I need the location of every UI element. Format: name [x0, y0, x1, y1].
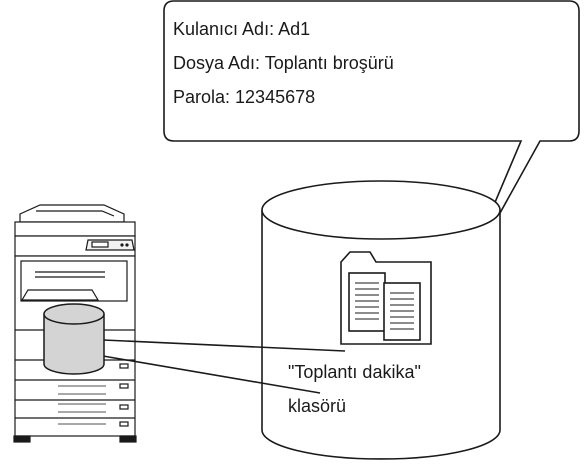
filename-text: Dosya Adı: Toplantı broşürü: [173, 53, 394, 73]
folder-with-documents-icon: [340, 251, 432, 345]
password-text: Parola: 12345678: [173, 87, 316, 107]
database-cylinder-icon: [43, 303, 105, 375]
multifunction-printer-icon: [13, 204, 137, 443]
folder-name-text: "Toplantı dakika": [288, 362, 421, 382]
storage-connector: [102, 339, 346, 394]
folder-suffix-text: klasörü: [288, 396, 347, 416]
username-text: Kulanıcı Adı: Ad1: [173, 19, 311, 39]
